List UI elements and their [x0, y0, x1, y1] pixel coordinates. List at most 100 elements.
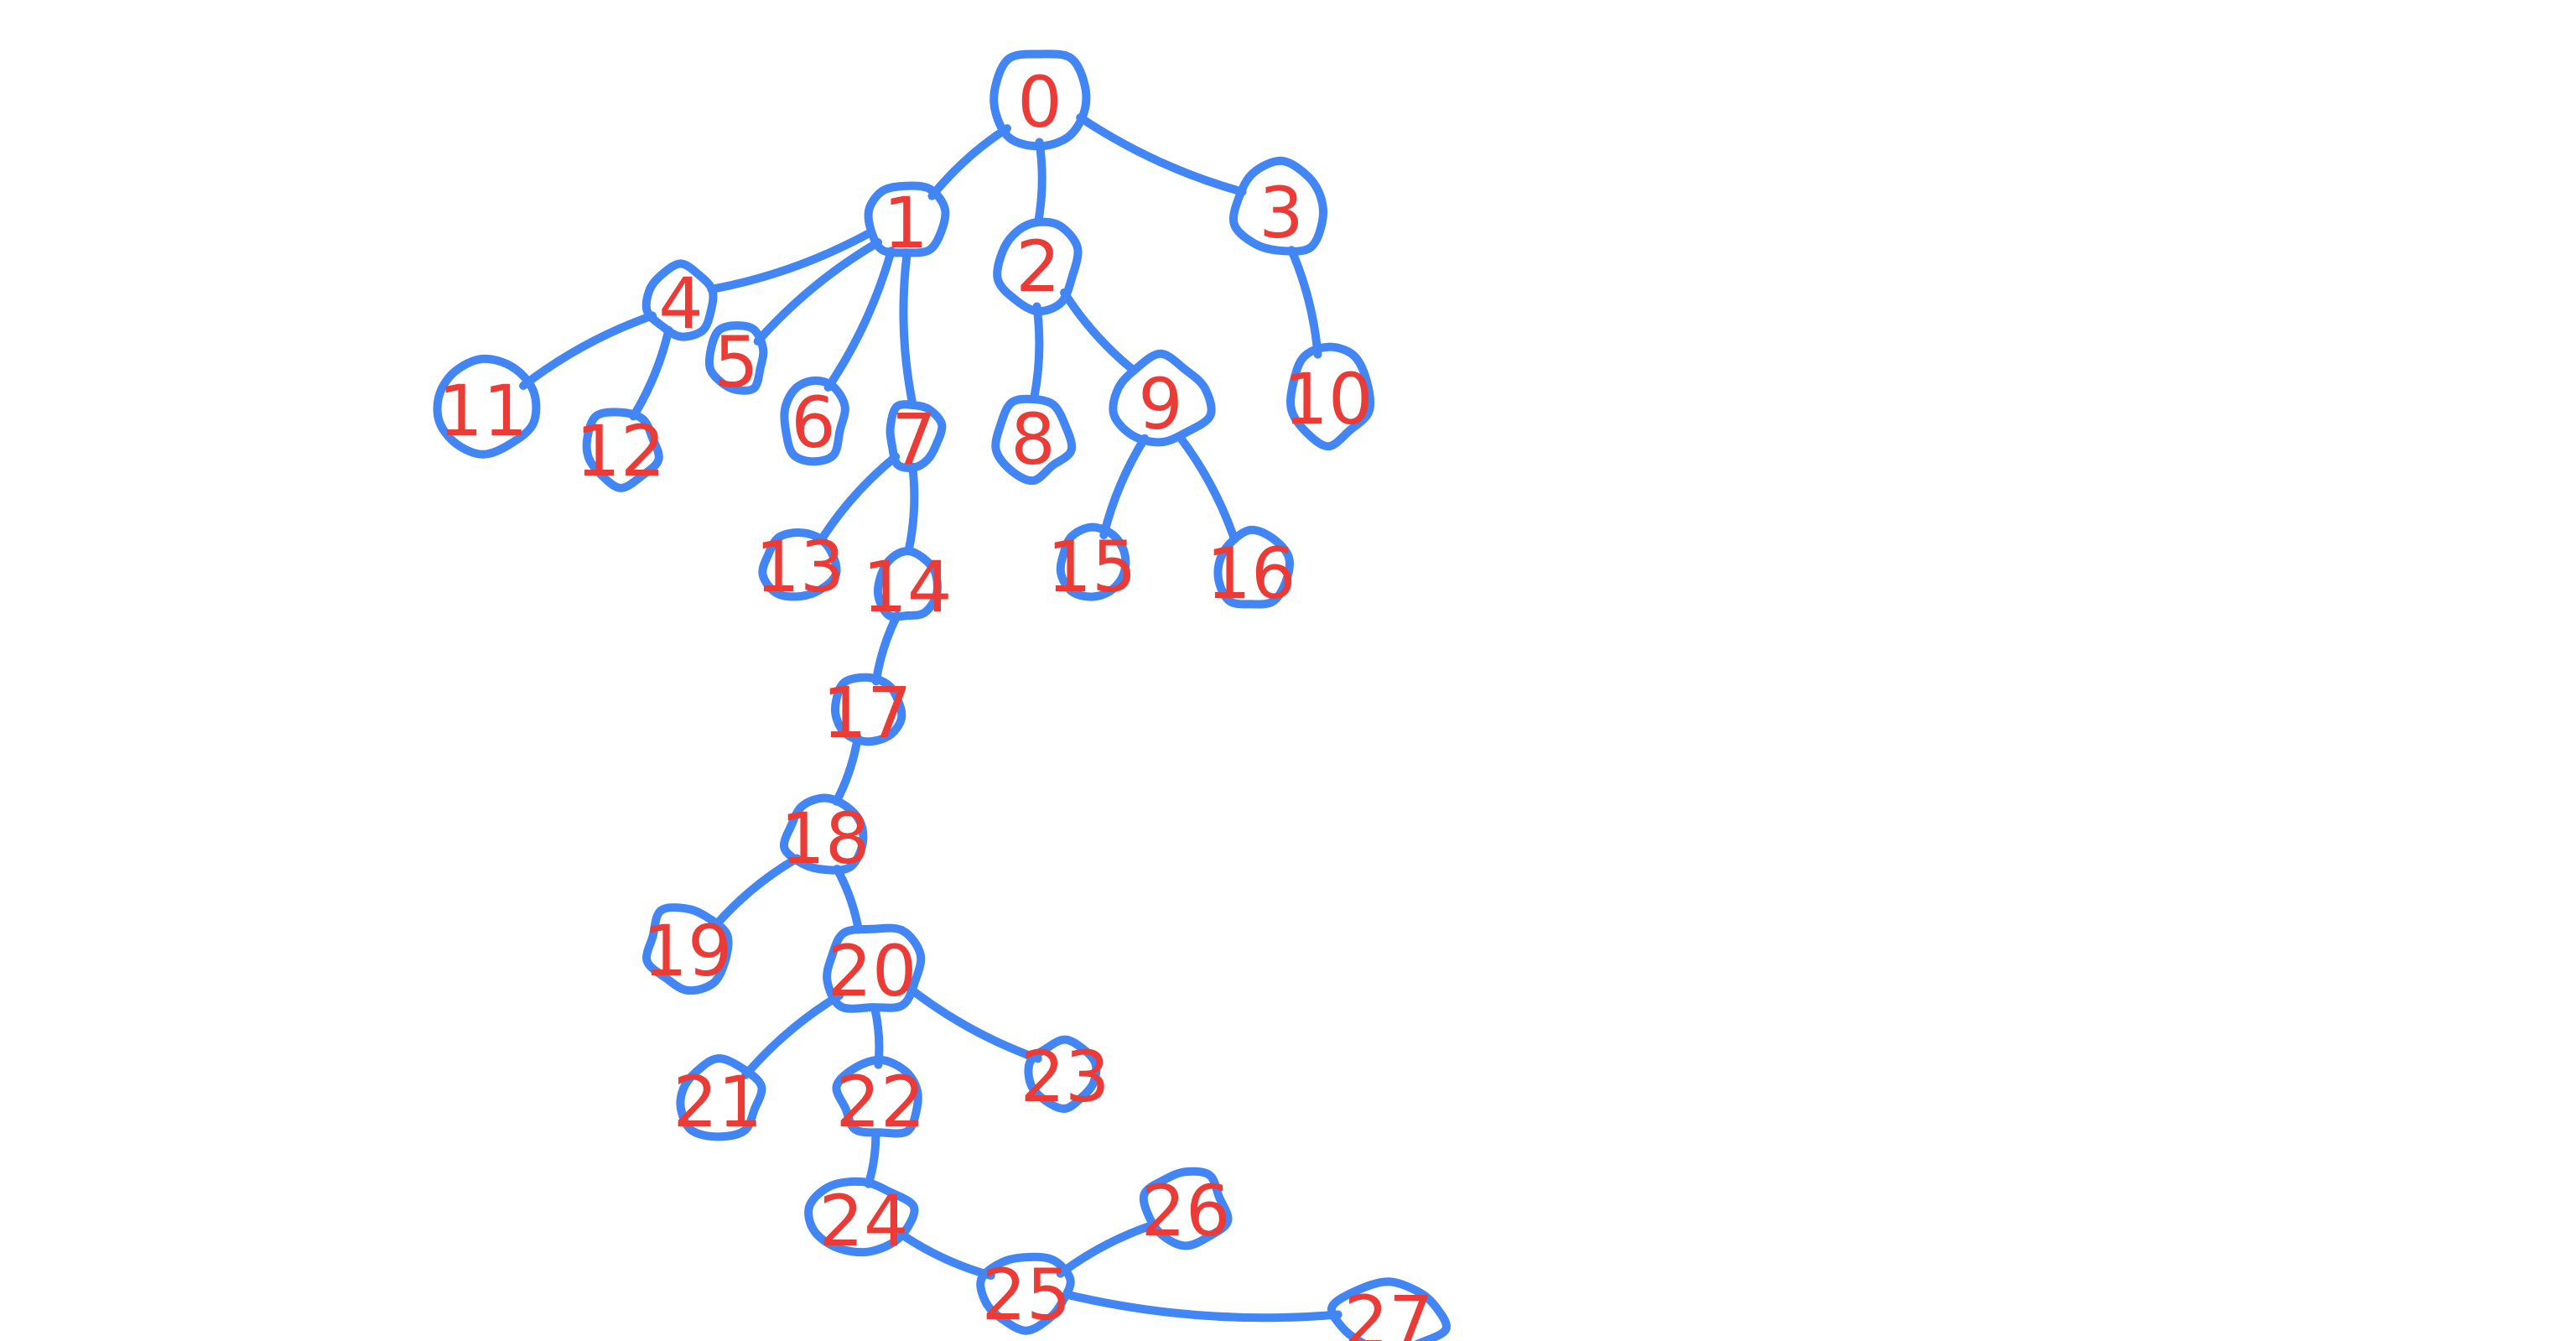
edge-25-26: [1056, 1220, 1157, 1278]
node-outline: [993, 217, 1083, 316]
edge-9-15: [1099, 434, 1150, 540]
node-label: 2: [1015, 226, 1060, 308]
edge-0-1: [927, 124, 1011, 200]
node-outline: [1228, 156, 1327, 256]
node-label: 24: [819, 1180, 909, 1262]
node-26: 26: [1139, 1167, 1233, 1252]
node-10: 10: [1284, 342, 1375, 451]
node-outline: [1213, 525, 1294, 609]
node-13: 13: [756, 526, 845, 608]
node-outline: [704, 321, 768, 395]
node-label: 13: [756, 526, 845, 608]
node-6: 6: [780, 376, 849, 466]
node-label: 17: [823, 672, 912, 754]
node-label: 10: [1284, 358, 1374, 440]
node-label: 11: [439, 370, 528, 452]
node-17: 17: [823, 672, 912, 754]
edge-3-10: [1287, 246, 1322, 359]
node-outline: [1327, 1277, 1451, 1341]
edge-1-4: [707, 227, 875, 294]
edge-1-5: [753, 238, 883, 346]
node-9: 9: [1109, 349, 1216, 447]
edge-17-18: [832, 733, 862, 806]
edge-20-21: [741, 990, 844, 1079]
edge-14-17: [871, 611, 901, 686]
edge-2-8: [1030, 302, 1044, 402]
node-15: 15: [1047, 522, 1136, 608]
node-1: 1: [864, 181, 950, 264]
node-12: 12: [576, 408, 665, 492]
edge-25-27: [1062, 1290, 1343, 1323]
node-3: 3: [1228, 156, 1327, 256]
edge-0-2: [1034, 138, 1046, 225]
node-label: 3: [1259, 172, 1303, 254]
node-label: 18: [781, 798, 870, 880]
node-27: 27: [1327, 1277, 1451, 1341]
node-4: 4: [641, 259, 718, 345]
node-label: 8: [1010, 398, 1055, 481]
node-label: 22: [836, 1061, 926, 1143]
edge-20-23: [906, 984, 1042, 1063]
node-25: 25: [976, 1252, 1075, 1336]
node-outline: [676, 1054, 766, 1141]
node-outline: [642, 903, 733, 995]
edge-2-9: [1060, 288, 1137, 374]
node-outline: [641, 259, 718, 341]
node-label: 25: [982, 1254, 1072, 1336]
node-label: 19: [643, 910, 733, 992]
node-outline: [433, 354, 541, 459]
edge-1-7: [899, 249, 917, 410]
node-outline: [823, 923, 926, 1013]
edge-0-3: [1076, 113, 1247, 196]
node-label: 1: [883, 182, 927, 264]
node-label: 21: [673, 1061, 763, 1143]
node-outline: [1139, 1167, 1233, 1250]
node-20: 20: [823, 923, 926, 1013]
node-outline: [989, 49, 1091, 151]
node-label: 4: [658, 262, 703, 345]
node-19: 19: [642, 903, 733, 995]
node-18: 18: [779, 793, 870, 880]
node-8: 8: [991, 394, 1077, 486]
node-2: 2: [993, 217, 1083, 316]
node-label: 20: [828, 930, 917, 1012]
edges-layer: [519, 113, 1343, 1323]
edge-4-12: [629, 325, 673, 421]
node-22: 22: [832, 1055, 926, 1143]
node-0: 0: [989, 49, 1091, 151]
node-outline: [976, 1252, 1075, 1335]
node-outline: [1109, 349, 1216, 447]
node-label: 26: [1141, 1170, 1231, 1252]
node-outline: [886, 400, 947, 472]
node-5: 5: [704, 321, 768, 403]
node-label: 7: [891, 398, 936, 481]
edge-1-6: [823, 247, 896, 392]
node-outline: [864, 181, 950, 257]
node-16: 16: [1207, 525, 1296, 615]
node-label: 9: [1138, 363, 1182, 445]
node-label: 23: [1021, 1036, 1110, 1118]
node-11: 11: [433, 354, 541, 459]
node-outline: [832, 1055, 922, 1138]
node-21: 21: [673, 1054, 766, 1143]
node-outline: [991, 394, 1077, 486]
node-24: 24: [804, 1177, 919, 1262]
node-outline: [830, 673, 906, 746]
node-label: 16: [1207, 533, 1296, 615]
node-label: 27: [1344, 1281, 1434, 1341]
node-outline: [758, 528, 841, 601]
edge-7-14: [904, 462, 919, 554]
edge-24-25: [900, 1231, 995, 1280]
node-outline: [804, 1177, 919, 1257]
node-label: 6: [791, 382, 835, 464]
node-23: 23: [1021, 1035, 1110, 1118]
node-14: 14: [863, 546, 953, 628]
edge-9-16: [1176, 433, 1239, 544]
edge-4-11: [519, 311, 657, 390]
node-outline: [582, 408, 663, 492]
node-label: 5: [714, 321, 758, 403]
node-label: 0: [1017, 61, 1062, 143]
